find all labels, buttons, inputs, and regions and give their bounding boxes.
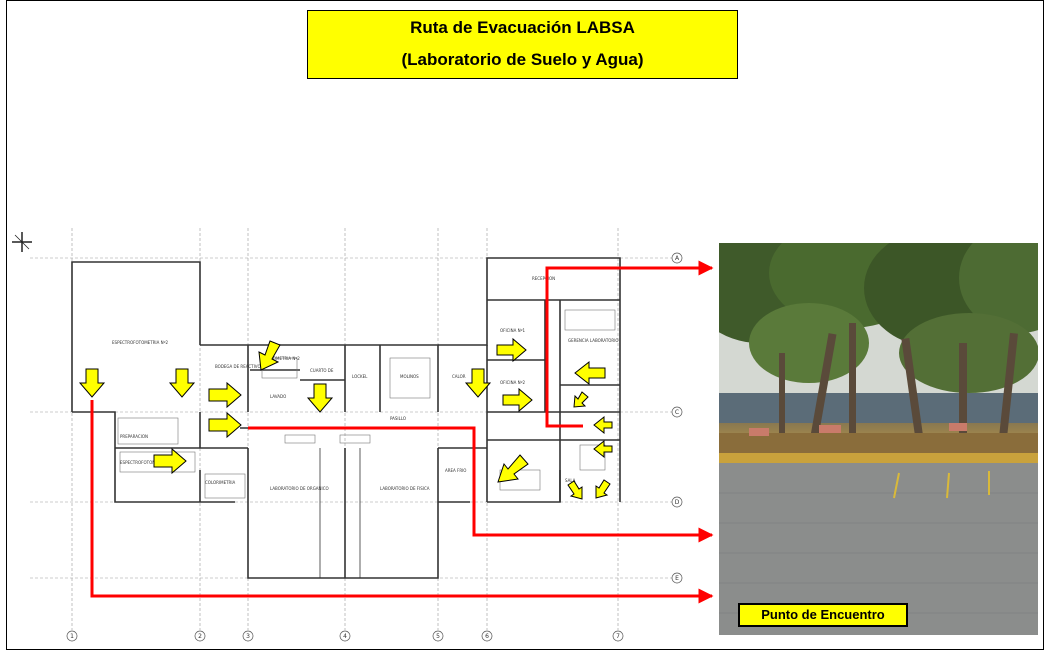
grid-row-e: E [675,575,679,582]
room-label: OFICINA Nº2 [500,380,525,385]
grid-col-4: 4 [343,633,347,640]
grid-col-2: 2 [198,633,202,640]
room-label: CALOR [452,374,466,379]
arrow-diagonal-icon [258,340,281,371]
room-label: RECEPCION [532,276,555,281]
room-label: GERENCIA LABORATORIO [568,338,619,343]
grid-col-6: 6 [485,633,489,640]
title-banner: Ruta de Evacuación LABSA (Laboratorio de… [307,10,738,79]
room-label: BODEGA DE REACTIVOS [215,364,264,369]
route-top [545,260,714,428]
arrow-right-icon [208,411,242,439]
arrow-down-icon [306,383,334,413]
grid-row-a: A [675,255,680,262]
grid-row-c: C [675,409,679,416]
room-label: PASILLO [390,416,406,421]
room-label: LABORATORIO DE FISICA [380,486,430,491]
room-label: LAVADO [270,394,286,399]
park-scene-image [719,243,1038,635]
arrow-down-icon [78,368,106,398]
arrow-down-icon [168,368,196,398]
arrow-left-icon [593,415,613,435]
room-label: CUARTO DE [310,368,334,373]
route-middle [248,426,714,543]
furniture-lines [117,309,616,499]
title-line-2: (Laboratorio de Suelo y Agua) [401,50,644,69]
grid-column-markers: 1 2 3 4 5 6 7 [66,630,624,642]
arrow-diagonal-icon [497,454,529,483]
room-label: FOTOMETRIA Nº2 [265,356,300,361]
page-frame [6,0,1044,650]
title-line-1: Ruta de Evacuación LABSA [410,18,635,37]
arrow-right-icon [502,387,533,413]
direction-arrows [78,337,613,500]
meeting-point-label: Punto de Encuentro [738,603,908,627]
route-bottom [90,400,714,604]
arrow-right-icon [153,447,187,475]
grid-row-markers: A C D E [671,252,683,584]
grid-col-7: 7 [616,633,620,640]
evacuation-routes [90,260,714,604]
meeting-point-photo [719,243,1038,635]
room-label: OFICINA Nº1 [500,328,525,333]
room-label: SALA [565,478,576,483]
room-label: AREA FRIO [445,468,466,473]
room-label: ESPECTROFOTOMETRIA Nº2 [112,340,168,345]
compass-icon [12,232,32,252]
arrow-right-icon [496,337,527,363]
arrow-left-icon [593,439,613,459]
room-label: COLORIMETRIA [205,480,236,485]
room-label: PREPARACION [120,434,148,439]
arrow-down-icon [464,368,492,398]
arrow-right-icon [208,381,242,409]
room-label: LABORATORIO DE ORGANICO [270,486,329,491]
walls [71,257,621,579]
room-labels: ESPECTROFOTOMETRIA Nº2 BODEGA DE REACTIV… [112,276,619,491]
grid-col-5: 5 [436,633,440,640]
arrow-diagonal-icon [567,480,583,500]
room-label: LOCKEL [352,374,368,379]
grid-col-1: 1 [70,633,74,640]
arrow-diagonal-icon [573,391,589,408]
arrow-left-icon [574,360,606,386]
room-label: ESPECTROFOTOMETRIA Nº1 [120,460,176,465]
grid-col-3: 3 [246,633,250,640]
grid-row-d: D [675,499,680,506]
room-label: MOLINOS [400,374,419,379]
arrow-diagonal-icon [595,479,611,499]
